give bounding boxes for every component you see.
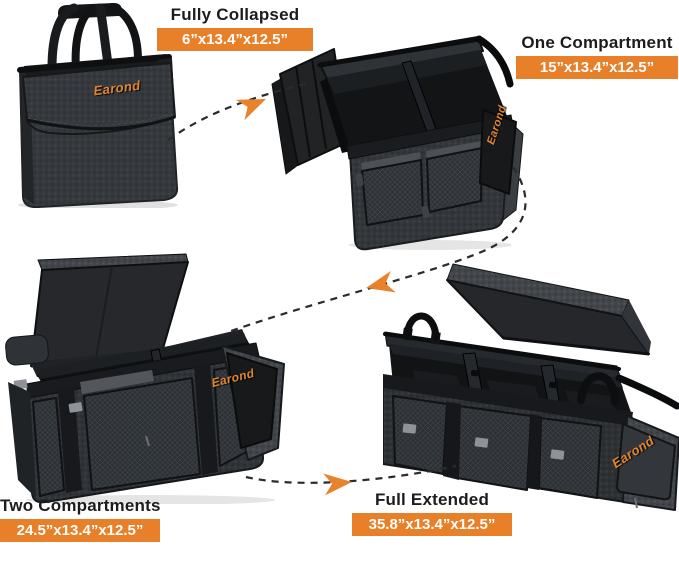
config-title: One Compartment — [521, 33, 673, 52]
label-fully-collapsed: Fully Collapsed 6”x13.4”x12.5” — [157, 5, 313, 51]
dimensions-badge: 15”x13.4”x12.5” — [516, 56, 678, 79]
product-photo-two-compartments — [0, 250, 292, 504]
label-full-extended: Full Extended 35.8”x13.4”x12.5” — [352, 490, 512, 536]
label-one-compartment: One Compartment 15”x13.4”x12.5” — [516, 33, 678, 79]
dimensions-badge: 35.8”x13.4”x12.5” — [352, 513, 512, 536]
dimensions-badge: 6”x13.4”x12.5” — [157, 28, 313, 51]
product-photo-full-extended — [383, 248, 679, 514]
config-title: Fully Collapsed — [170, 5, 300, 24]
config-title: Full Extended — [374, 490, 490, 509]
product-photo-fully-collapsed — [6, 0, 186, 208]
arrowhead-icon — [323, 473, 352, 496]
config-title: Two Compartments — [0, 496, 161, 515]
label-two-compartments: Two Compartments 24.5”x13.4”x12.5” — [0, 496, 160, 542]
dimensions-badge: 24.5”x13.4”x12.5” — [0, 519, 160, 542]
